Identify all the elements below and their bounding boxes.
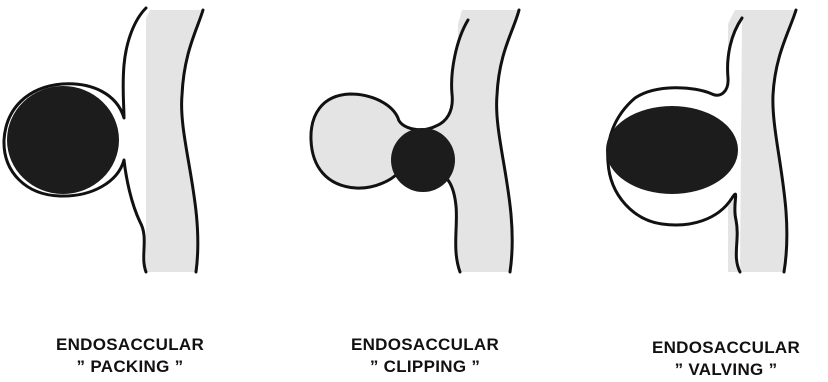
caption-title: ENDOSACCULAR <box>30 334 230 356</box>
valving-occluder <box>606 106 738 194</box>
caption-title: ENDOSACCULAR <box>325 334 525 356</box>
vessel-lumen <box>146 10 203 272</box>
caption-subtitle: ” PACKING ” <box>30 356 230 378</box>
caption-subtitle: ” CLIPPING ” <box>325 356 525 378</box>
panel-valving-illustration <box>606 10 796 272</box>
caption-valving: ENDOSACCULAR ” VALVING ” <box>626 337 826 381</box>
panel-packing-illustration <box>4 8 203 272</box>
coil-packing-mass <box>7 86 119 194</box>
panel-clipping-illustration <box>311 10 519 272</box>
caption-clipping: ENDOSACCULAR ” CLIPPING ” <box>325 334 525 378</box>
vessel-lumen <box>458 10 519 272</box>
caption-packing: ENDOSACCULAR ” PACKING ” <box>30 334 230 378</box>
caption-subtitle: ” VALVING ” <box>626 359 826 381</box>
clipping-occluder <box>391 128 455 192</box>
caption-title: ENDOSACCULAR <box>626 337 826 359</box>
